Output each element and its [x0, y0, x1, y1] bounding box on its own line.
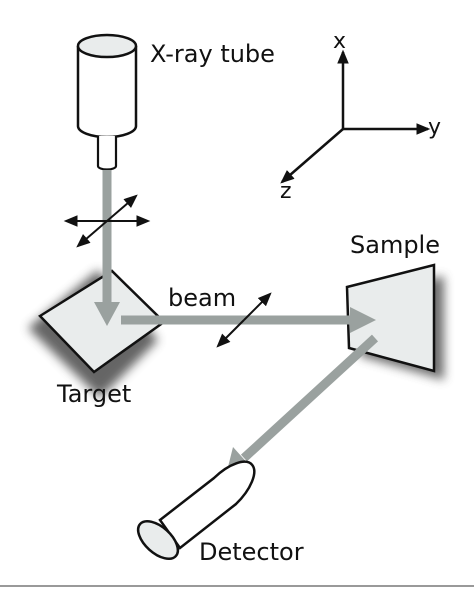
polarization-cross — [63, 194, 151, 248]
detector-face — [136, 520, 180, 560]
detector-label: Detector — [199, 538, 304, 566]
beam-paths — [94, 170, 379, 475]
target — [28, 269, 166, 398]
beam-arrowhead — [350, 307, 376, 333]
x-axis-label: x — [333, 29, 346, 54]
diffracted-beam-line — [240, 334, 379, 462]
detector-body — [158, 460, 256, 550]
y-axis-label: y — [428, 115, 441, 140]
xray-tube — [76, 33, 138, 171]
xray-tube-cap — [76, 33, 138, 59]
beam-label: beam — [168, 284, 236, 312]
xray-tube-body — [76, 46, 138, 139]
z-axis-label: z — [280, 179, 292, 204]
sample-label: Sample — [350, 231, 440, 259]
beam-polarization-arrow — [216, 292, 272, 348]
polarization-diagonal-arrow — [106, 194, 138, 222]
z-axis-arrow — [280, 128, 344, 184]
coordinate-axes — [280, 49, 431, 184]
target-label: Target — [56, 380, 131, 408]
xray-tube-label: X-ray tube — [150, 40, 275, 68]
detector — [136, 460, 256, 560]
xray-tube-nozzle — [96, 136, 118, 171]
incident-beam-arrowhead — [94, 302, 120, 326]
